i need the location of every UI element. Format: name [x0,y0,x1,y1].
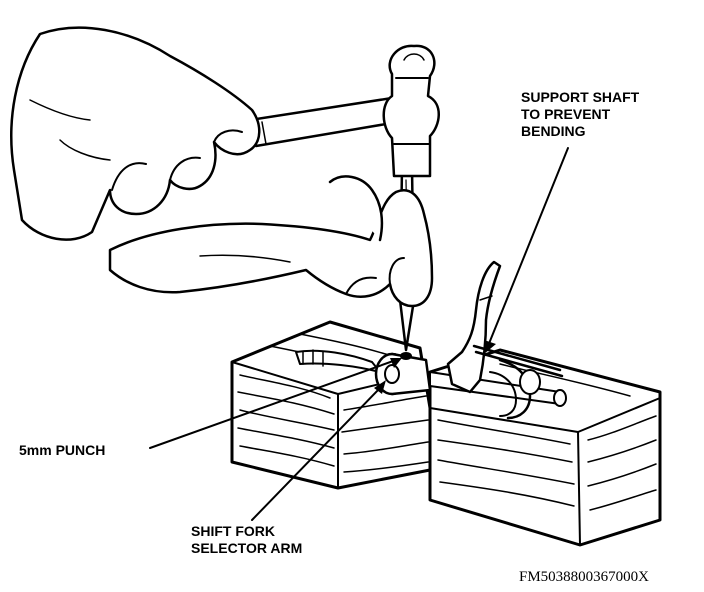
leader-arrow-shift-fork [374,380,386,394]
shift-fork-label-line-2: SELECTOR ARM [191,540,303,556]
leader-arrow-support-shaft [484,340,496,354]
shift-fork [446,260,541,420]
support-shaft-label-line-1: SUPPORT SHAFT [521,89,640,105]
ball-peen-hammer [248,44,440,178]
figure-id: FM5038800367000X [519,569,650,585]
leader-arrow-punch [390,358,402,368]
roll-pin [400,352,412,360]
support-shaft-label: SUPPORT SHAFT TO PREVENT BENDING [521,89,639,140]
hand-holding-punch [108,175,434,308]
punch-label: 5mm PUNCH [19,442,105,459]
shift-fork-label: SHIFT FORK SELECTOR ARM [191,523,302,557]
leader-line-punch [149,359,397,449]
punch-label-text: 5mm PUNCH [19,442,106,458]
support-shaft-label-line-2: TO PREVENT [521,106,611,122]
hand-with-hammer [10,26,261,241]
support-shaft-label-line-3: BENDING [521,123,586,139]
leader-line-shift-fork [251,385,383,521]
shift-fork-label-line-1: SHIFT FORK [191,523,275,539]
shift-fork-selector-arm [374,352,432,396]
leader-line-support-shaft [487,147,569,347]
